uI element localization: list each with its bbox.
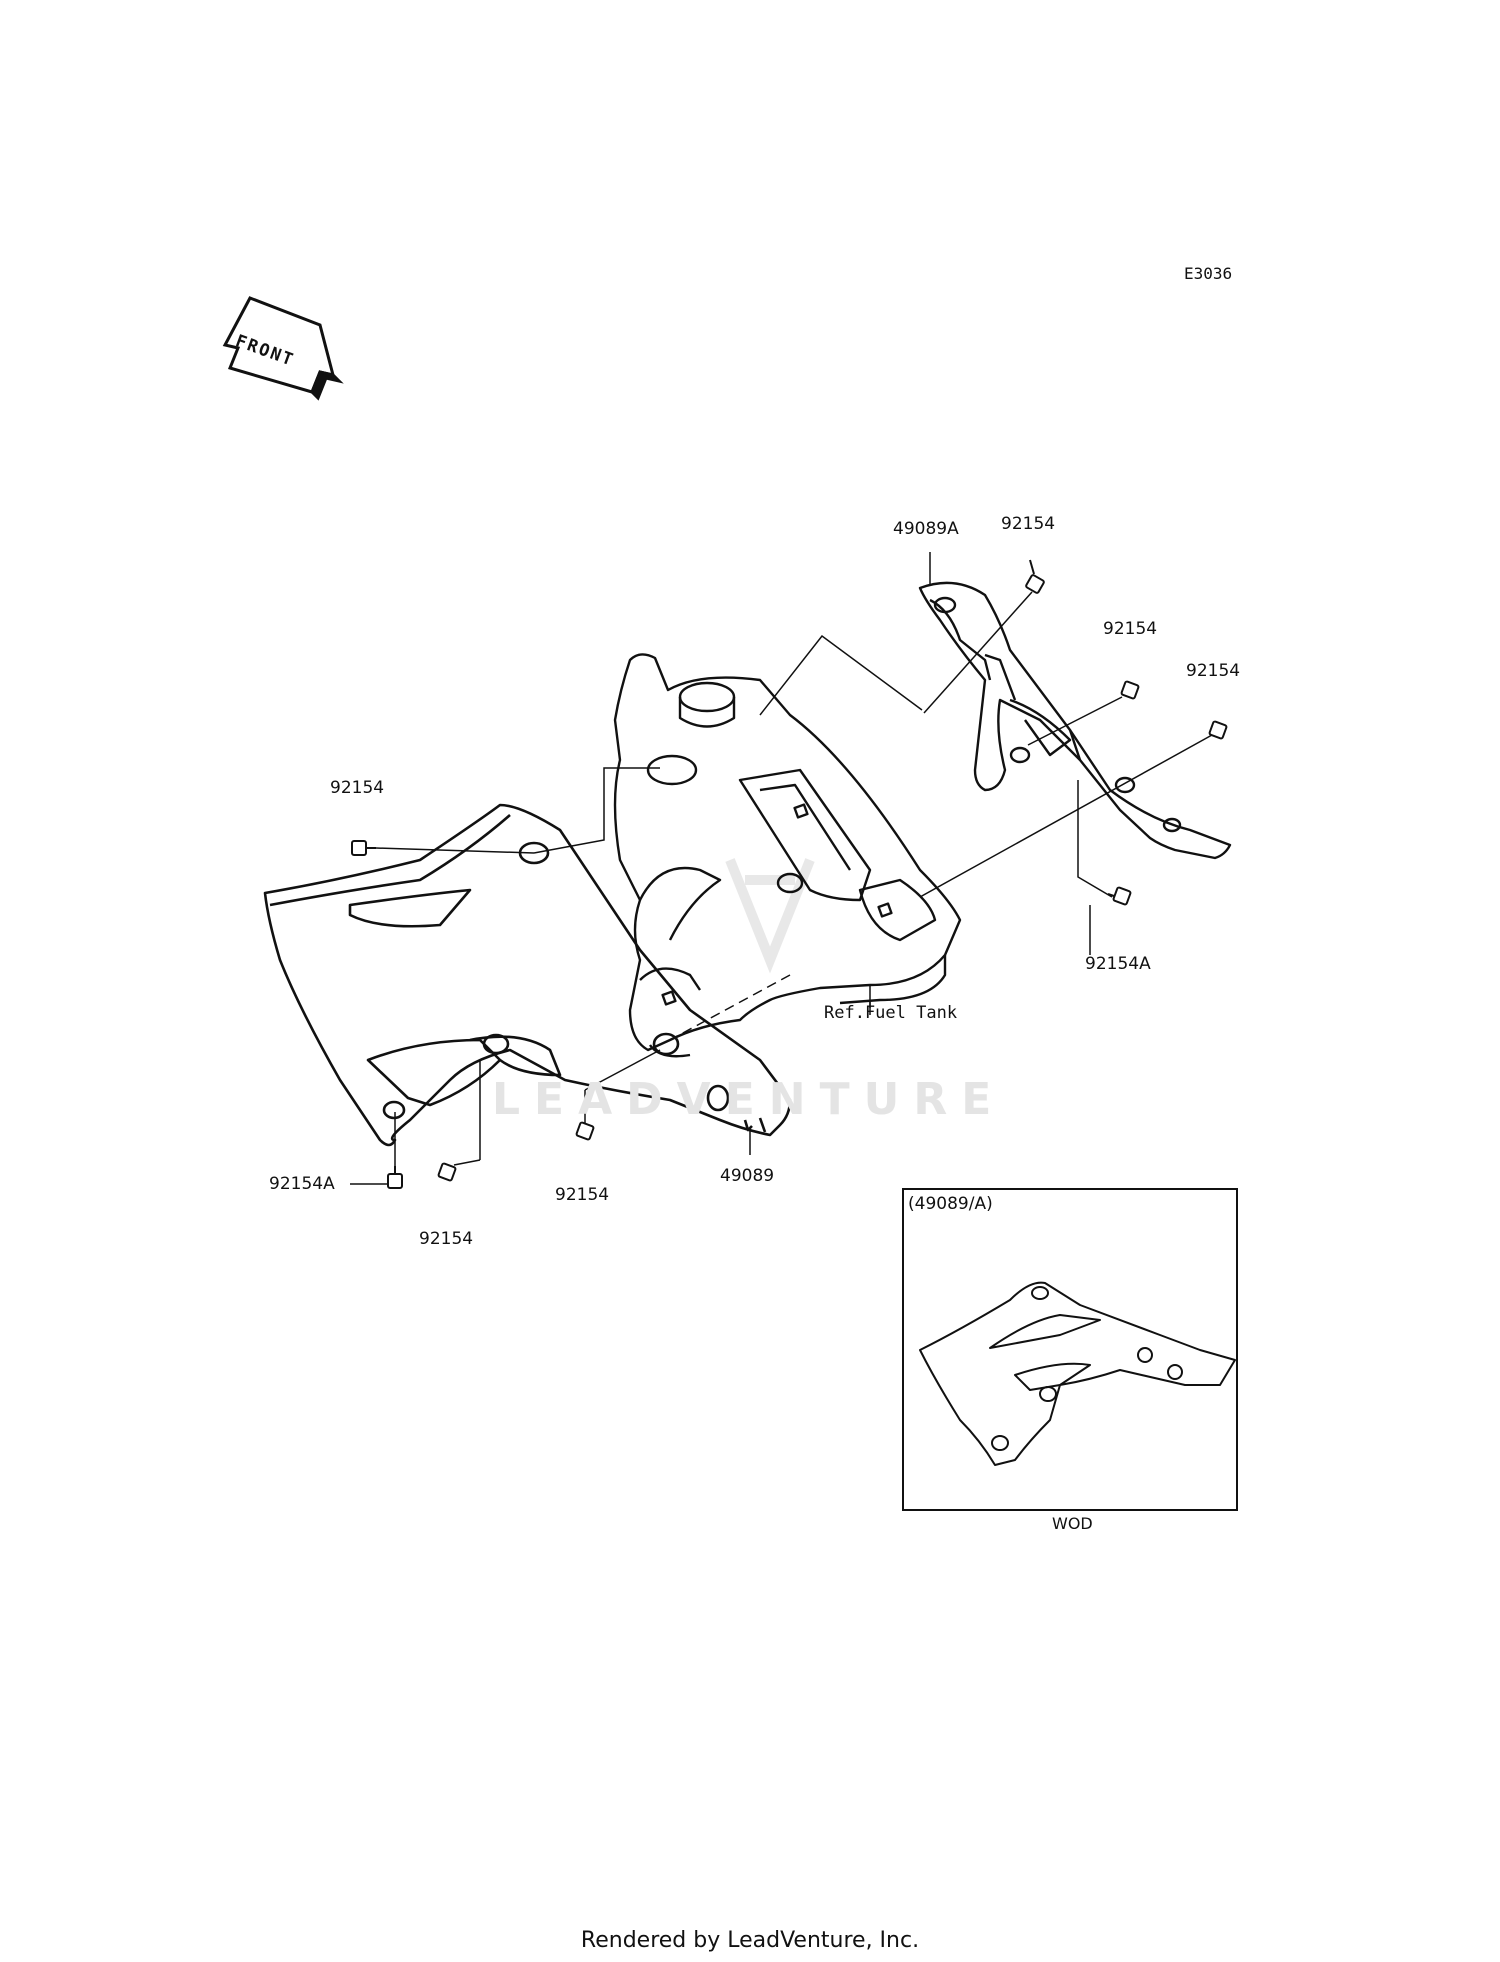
bolt-icon-bottom-left bbox=[387, 1166, 403, 1189]
label-92154-bottom: 92154 bbox=[419, 1229, 474, 1249]
inset-frame bbox=[902, 1188, 1238, 1511]
label-49089A: 49089A bbox=[893, 519, 959, 539]
label-49089: 49089 bbox=[720, 1166, 775, 1186]
label-92154-mid-right: 92154 bbox=[1103, 619, 1158, 639]
right-shroud bbox=[918, 581, 1232, 860]
front-arrow-icon bbox=[222, 296, 344, 401]
bolt-icon-left bbox=[351, 840, 376, 856]
label-92154-center: 92154 bbox=[555, 1185, 610, 1205]
diagram-code: E3036 bbox=[1184, 264, 1233, 283]
label-92154-top: 92154 bbox=[1001, 514, 1056, 534]
fuel-tank bbox=[613, 653, 962, 1058]
label-92154A-right: 92154A bbox=[1085, 954, 1151, 974]
bolt-icon-mid-right bbox=[1120, 680, 1140, 700]
label-92154-far-right: 92154 bbox=[1186, 661, 1241, 681]
bolt-icon-bottom bbox=[437, 1162, 457, 1182]
bolt-icon-center bbox=[575, 1121, 595, 1141]
watermark-text: LEADVENTURE bbox=[492, 1074, 1006, 1125]
watermark-logo bbox=[725, 858, 815, 974]
inset-shroud bbox=[919, 1281, 1236, 1466]
leader-lines bbox=[350, 552, 1213, 1185]
label-ref-fuel-tank: Ref.Fuel Tank bbox=[824, 1003, 958, 1023]
bolt-icons bbox=[351, 559, 1228, 1189]
footer-credit: Rendered by LeadVenture, Inc. bbox=[580, 1928, 920, 1953]
inset-caption: WOD bbox=[1052, 1514, 1093, 1533]
bolt-icon-right-lower bbox=[1107, 886, 1132, 906]
bolt-icon-top bbox=[1025, 559, 1045, 594]
label-92154-left: 92154 bbox=[330, 778, 385, 798]
bolt-icon-far-right bbox=[1208, 720, 1228, 740]
left-shroud bbox=[263, 803, 792, 1147]
label-92154A-bottom: 92154A bbox=[269, 1174, 335, 1194]
inset-title: (49089/A) bbox=[908, 1194, 993, 1214]
